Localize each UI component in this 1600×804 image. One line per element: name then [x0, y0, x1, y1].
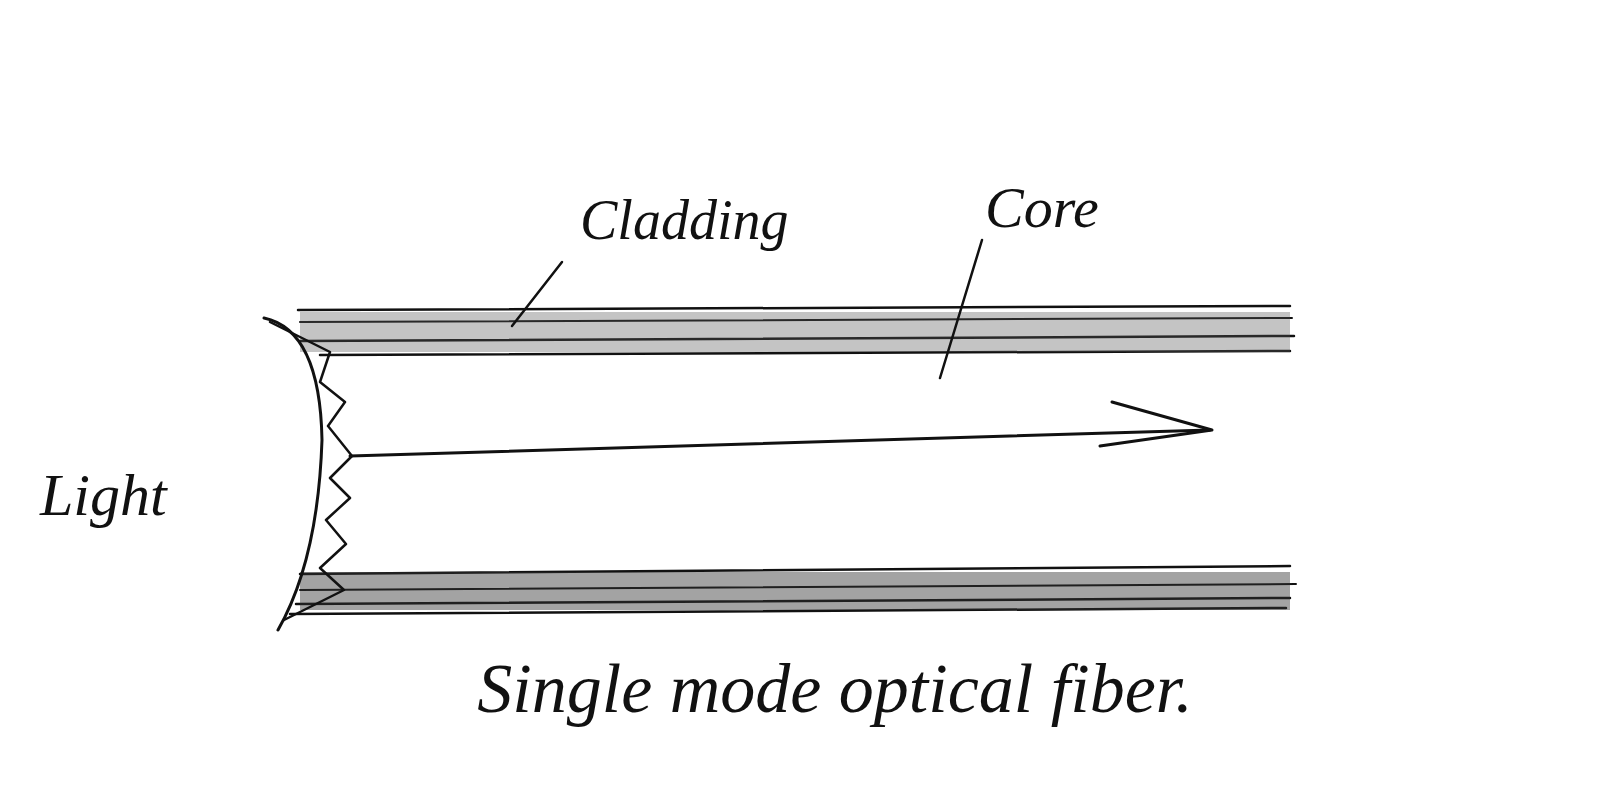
- caption-text: Single mode optical fiber.: [477, 650, 1192, 727]
- cladding-shade: [300, 572, 1290, 610]
- entry-face: [264, 318, 322, 630]
- light-ray: [350, 430, 1210, 456]
- light-zigzag: [270, 322, 352, 620]
- part-label: Light: [40, 462, 167, 528]
- cladding-edge: [298, 306, 1290, 310]
- part-label: Cladding: [580, 190, 788, 252]
- leader-line: [940, 240, 982, 378]
- leader-line: [512, 262, 562, 326]
- arrow-head: [1100, 402, 1212, 446]
- part-label: Core: [985, 176, 1099, 240]
- cladding-shade: [300, 312, 1290, 352]
